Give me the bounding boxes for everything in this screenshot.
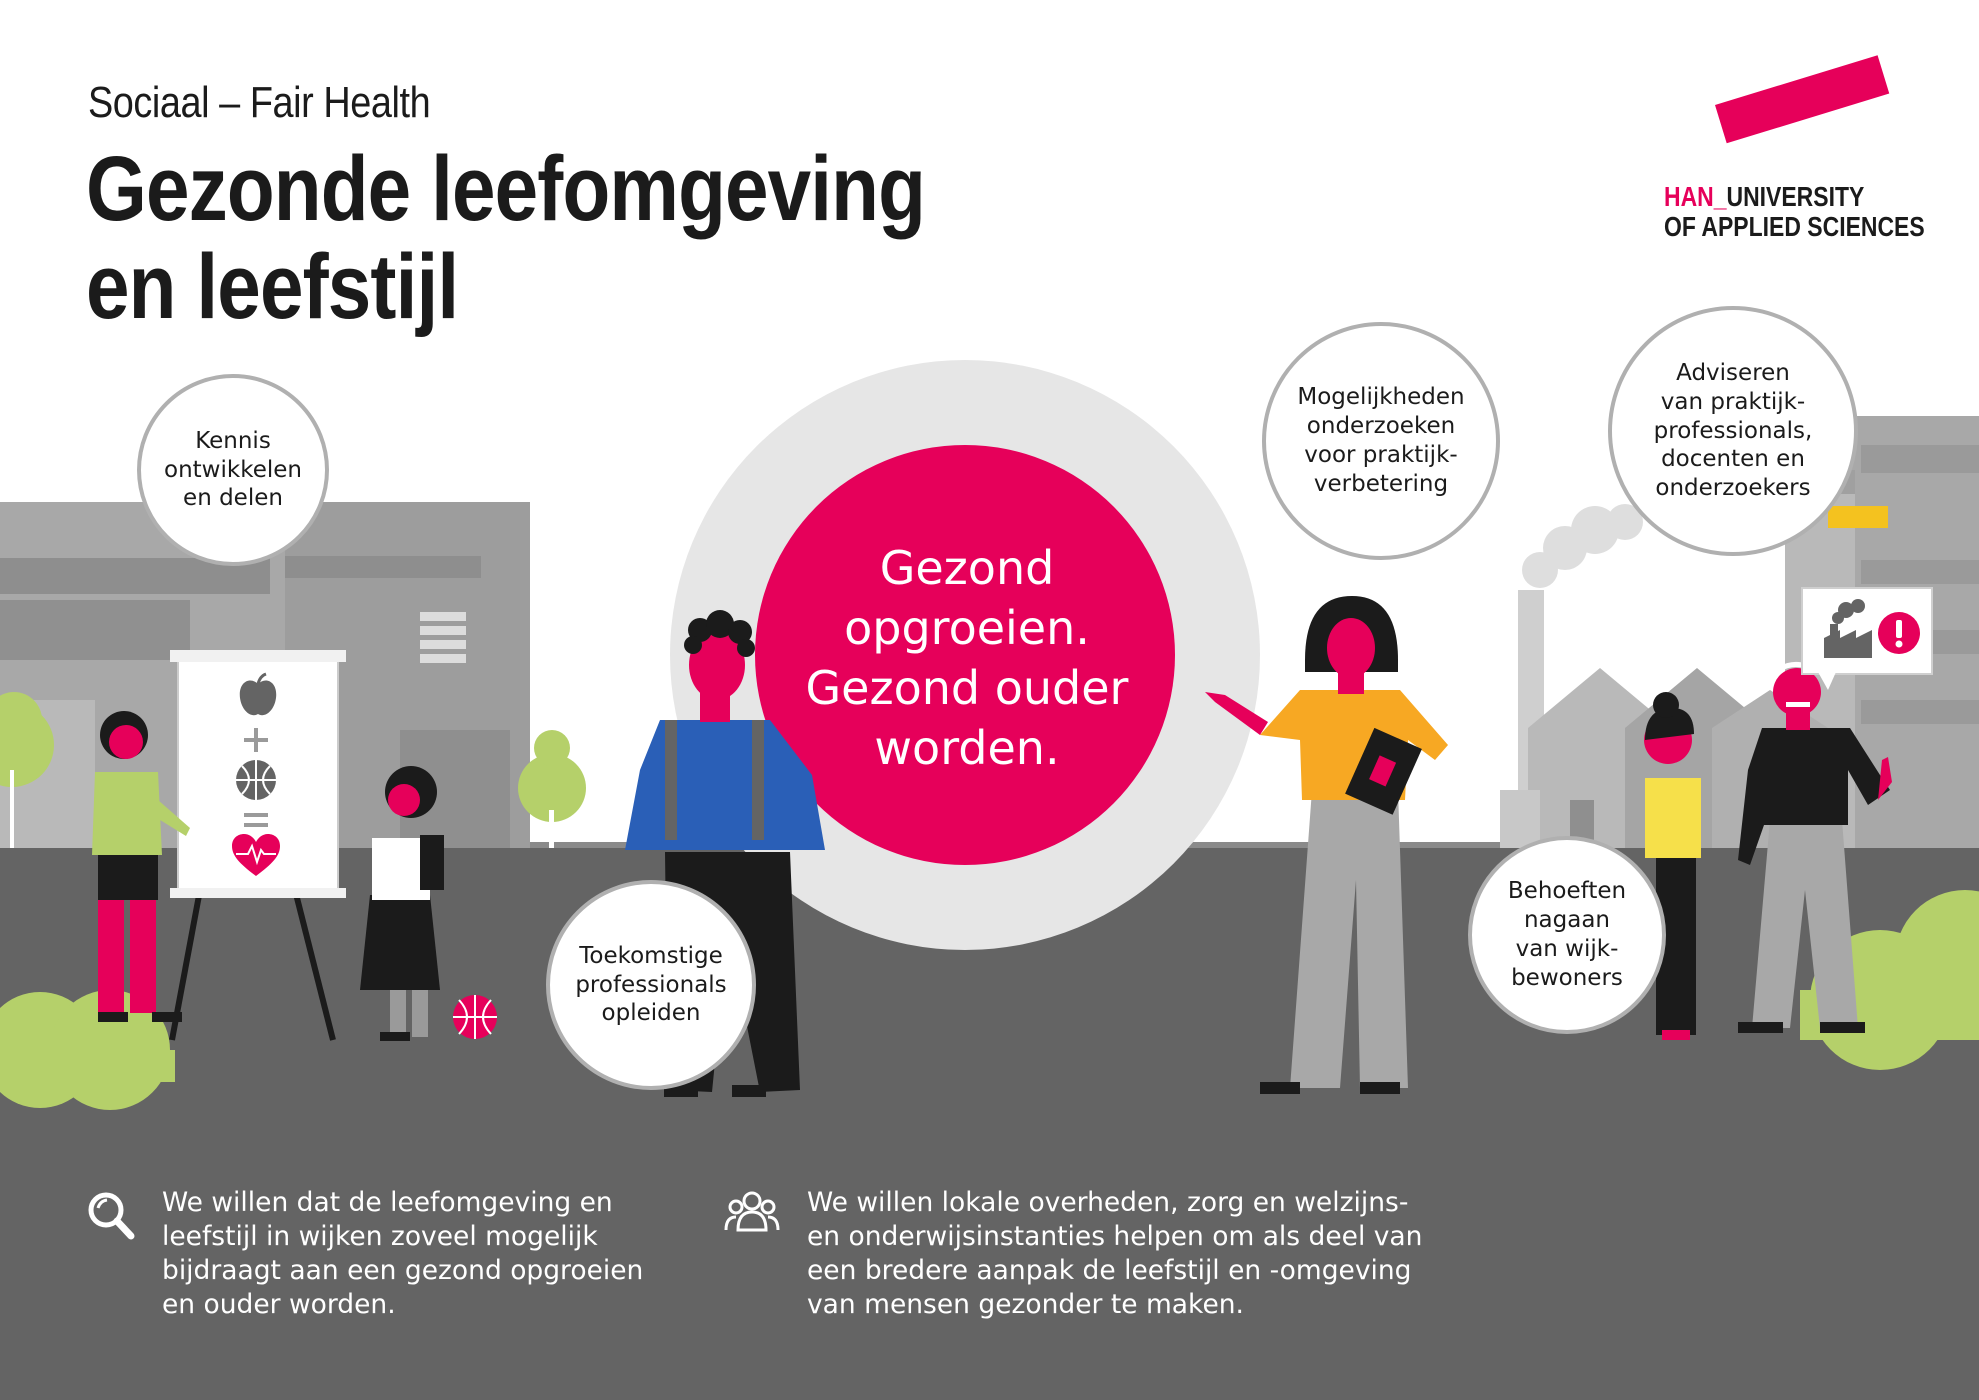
page-title-line-1: Gezonde leefomgeving <box>86 138 926 240</box>
person-girl <box>360 766 444 1041</box>
center-line-3: Gezond ouder <box>805 661 1129 715</box>
logo-line-1: HAN_UNIVERSITY <box>1664 182 1925 212</box>
tree-left <box>0 692 54 848</box>
person-presenter <box>92 711 190 1022</box>
logo-university: UNIVERSITY <box>1726 181 1865 212</box>
bubble-mogelijkheden: Mogelijkheden onderzoeken voor praktijk-… <box>1262 322 1500 560</box>
center-circle <box>755 445 1175 865</box>
person-teacher <box>1205 596 1448 1094</box>
center-line-4: worden. <box>874 721 1060 775</box>
logo-han: HAN_ <box>1664 181 1727 212</box>
shelf-decoration <box>420 612 466 663</box>
footer-left-text: We willen dat de leefomgeving en leefsti… <box>162 1186 643 1322</box>
factory-icon <box>1824 599 1872 658</box>
person-student <box>625 610 825 1097</box>
search-icon <box>88 1192 135 1240</box>
bush-left <box>0 990 175 1110</box>
people-group-icon <box>724 1191 780 1232</box>
footer-left-line-1: We willen dat de leefomgeving en <box>162 1187 613 1218</box>
han-logo[interactable]: HAN_UNIVERSITY OF APPLIED SCIENCES <box>1664 182 1925 242</box>
footer-left-line-2: leefstijl in wijken zoveel mogelijk <box>162 1221 598 1252</box>
exclamation-icon <box>1878 612 1920 654</box>
logo-line-2: OF APPLIED SCIENCES <box>1664 211 1925 242</box>
center-statement: Gezond opgroeien. Gezond ouder worden. <box>757 533 1177 783</box>
basketball <box>453 995 497 1039</box>
footer-right-line-4: van mensen gezonder te maken. <box>807 1289 1244 1320</box>
footer-right-text: We willen lokale overheden, zorg en welz… <box>807 1186 1422 1322</box>
footer-right-line-1: We willen lokale overheden, zorg en welz… <box>807 1187 1409 1218</box>
person-resident-girl <box>1644 692 1701 1040</box>
center-line-2: opgroeien. <box>844 601 1090 655</box>
page-title-line-2: en leefstijl <box>86 236 459 338</box>
footer-left-line-4: en ouder worden. <box>162 1289 396 1320</box>
plus-icon <box>244 728 268 752</box>
equals-icon <box>244 813 268 827</box>
bubble-toekomstige: Toekomstige professionals opleiden <box>546 880 756 1090</box>
page-title: Gezonde leefomgeving en leefstijl <box>86 138 926 338</box>
footer-left-line-3: bijdraagt aan een gezond opgroeien <box>162 1255 644 1286</box>
footer-right-line-3: een bredere aanpak de leefstijl en -omge… <box>807 1255 1412 1286</box>
apple-icon <box>239 672 277 716</box>
basketball-icon <box>236 760 276 800</box>
person-resident-man <box>1738 662 1892 1033</box>
tree-mid <box>518 730 586 848</box>
bubble-kennis: Kennis ontwikkelen en delen <box>137 374 329 566</box>
center-line-1: Gezond <box>879 541 1055 595</box>
page-subtitle: Sociaal – Fair Health <box>88 78 431 127</box>
heart-icon <box>232 834 280 876</box>
footer-right-line-2: en onderwijsinstanties helpen om als dee… <box>807 1221 1423 1252</box>
bubble-behoeften: Behoeften nagaan van wijk- bewoners <box>1468 836 1666 1034</box>
bubble-adviseren: Adviseren van praktijk- professionals, d… <box>1608 306 1858 556</box>
bush-right <box>1800 890 1979 1070</box>
